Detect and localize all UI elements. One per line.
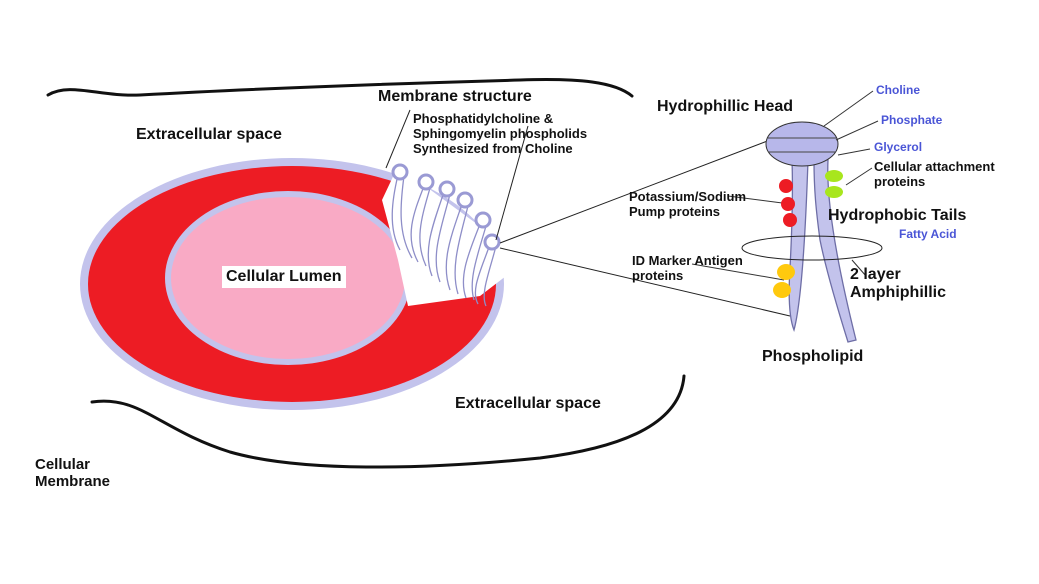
attachment-proteins-label: Cellular attachment proteins [874,159,995,190]
attachment-protein-dots [825,170,843,198]
zoom-line-upper [499,139,771,244]
cellular-lumen-label: Cellular Lumen [222,266,346,289]
fatty-acid-tail-right [813,159,857,343]
cellular-membrane-line-1: Cellular [35,456,91,473]
pump-pointer [727,195,791,205]
bilayer-heads [391,163,501,251]
membrane-note-line-1: Phosphatidylcholine & [413,111,554,126]
note-pointer [495,125,529,241]
pump-line-1: Potassium/Sodium [629,189,747,204]
marker-line-2: proteins [632,267,684,283]
membrane-structure-title: Membrane structure [378,88,532,105]
marker-line-1: ID Marker Antigen [632,253,743,268]
choline-pointer [823,90,874,127]
hydrophilic-head-label: Hydrophillic Head [657,98,794,115]
extracellular-space-top-label: Extracellular space [136,126,282,143]
attachment-line-1: Cellular attachment [874,159,995,174]
attachment-pointer [845,167,873,186]
attachment-line-2: proteins [874,173,926,189]
extracellular-space-bottom-label: Extracellular space [455,395,601,412]
outline-bottom-stroke [90,374,686,469]
cellular-membrane-label: Cellular Membrane [35,456,110,491]
choline-label: Choline [876,83,920,97]
fatty-acid-label: Fatty Acid [899,227,957,241]
marker-antigen-label: ID Marker Antigen proteins [632,253,743,284]
phosphate-pointer [835,120,879,141]
marker-protein-dots [773,264,795,298]
amphiphilic-line-2: Amphiphillic [850,284,946,302]
bilayer-plane-ring [741,235,883,261]
zoom-line-lower [499,247,791,317]
pump-proteins-label: Potassium/Sodium Pump proteins [629,189,747,220]
hydrophilic-head-shape [765,121,839,167]
hydrophobic-tails-label: Hydrophobic Tails [828,207,967,224]
membrane-note-line-3: Synthesized from Choline [413,140,573,156]
cellular-membrane-line-2: Membrane [35,473,111,491]
amphiphilic-pointer [851,259,867,277]
membrane-structure-pointer [385,109,411,169]
membrane-note-line-2: Sphingomyelin phospholids [413,125,588,141]
pump-line-2: Pump proteins [629,203,721,219]
membrane-note: Phosphatidylcholine & Sphingomyelin phos… [413,111,588,157]
outline-top-stroke [46,78,634,98]
membrane-section [382,166,506,306]
phospholipid-label: Phospholipid [762,348,864,365]
glycerol-pointer [837,148,871,156]
glycerol-label: Glycerol [874,140,923,154]
marker-pointer [691,263,785,281]
phosphate-label: Phosphate [881,113,943,127]
pump-protein-dots [779,179,797,227]
bilayer-tails [391,174,497,307]
amphiphilic-line-1: 2 layer [850,266,901,283]
amphiphilic-label: 2 layer Amphiphillic [850,266,946,303]
